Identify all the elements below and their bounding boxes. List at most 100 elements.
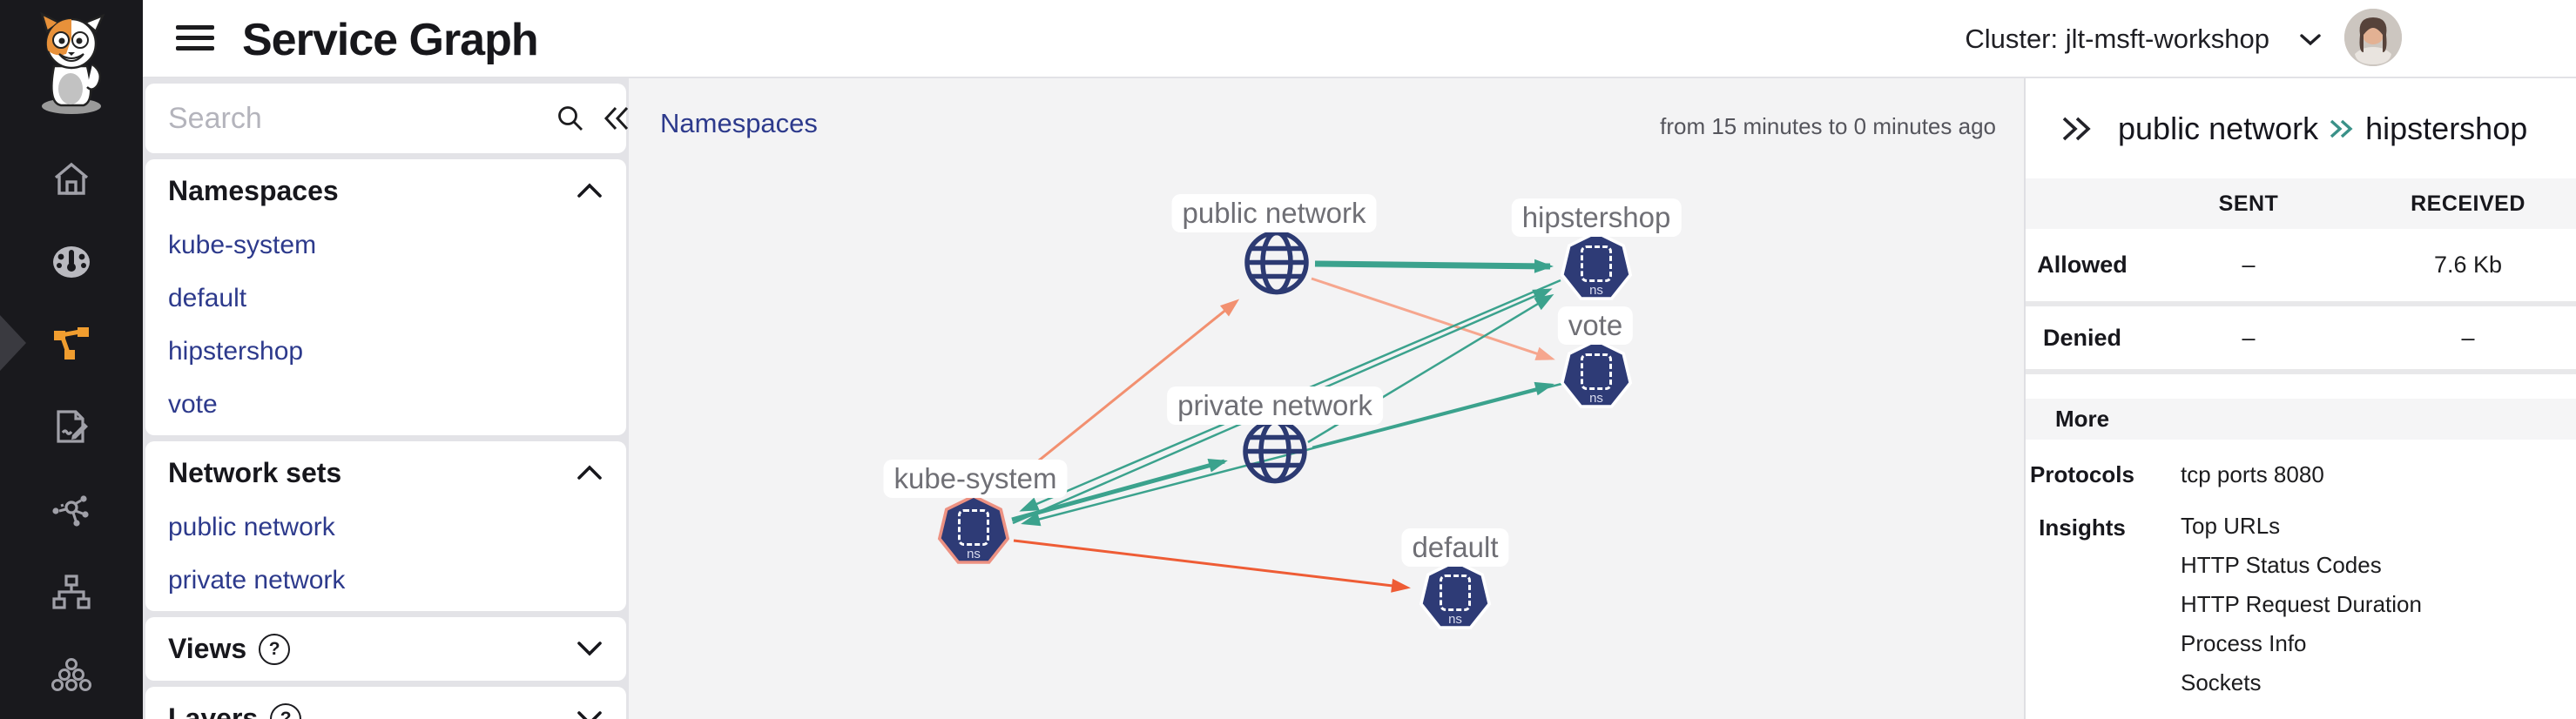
- section-label: Views: [168, 633, 247, 664]
- allowed-received-value: 7.6 Kb: [2433, 252, 2503, 278]
- insight-item[interactable]: Process Info: [2181, 630, 2307, 656]
- edge-kube-system-to-private-network[interactable]: [1011, 459, 1228, 522]
- accordion-section-layers: Layers ?: [145, 687, 626, 719]
- list-item[interactable]: default: [168, 284, 247, 312]
- chevron-down-icon[interactable]: [576, 702, 604, 719]
- node-label-private-network[interactable]: private network: [1167, 386, 1383, 425]
- globe-icon: [1240, 230, 1313, 303]
- edge-public-network-to-hipstershop[interactable]: [1314, 259, 1554, 273]
- graph-node-public-network[interactable]: [1240, 226, 1313, 304]
- sidebar-item-home[interactable]: [0, 148, 143, 211]
- graph-view-title: Namespaces: [660, 108, 818, 138]
- table-row-allowed: Allowed – 7.6 Kb: [2026, 229, 2576, 306]
- insight-item[interactable]: Sockets: [2181, 669, 2262, 695]
- help-icon[interactable]: ?: [270, 702, 302, 719]
- edge-public-network-to-vote[interactable]: [1311, 277, 1555, 360]
- sidebar-item-hierarchy[interactable]: [0, 561, 143, 623]
- globe-icon: [1238, 419, 1312, 492]
- sidebar-item-endpoints[interactable]: [0, 643, 143, 706]
- namespace-heptagon-icon: ns: [1422, 563, 1488, 627]
- graph-node-hipstershop[interactable]: ns: [1560, 231, 1633, 304]
- breadcrumb-source[interactable]: public network: [2118, 110, 2319, 146]
- traffic-table-header: SENT RECEIVED: [2026, 178, 2576, 229]
- column-sent: SENT: [2218, 191, 2279, 216]
- node-label-kube-system[interactable]: kube-system: [883, 460, 1068, 498]
- protocols-row: Protocols tcp ports 8080: [2030, 461, 2324, 487]
- service-graph-canvas[interactable]: Namespaces from 15 minutes to 0 minutes …: [629, 78, 2024, 719]
- list-item[interactable]: public network: [168, 513, 335, 541]
- chevron-down-icon[interactable]: [2297, 31, 2323, 53]
- accordion-section-network-sets: Network sets public network private netwo…: [145, 441, 626, 611]
- double-chevron-icon: [2327, 116, 2357, 142]
- more-section-header: More: [2026, 399, 2576, 440]
- home-icon: [54, 162, 89, 195]
- menu-hamburger-icon[interactable]: [176, 25, 214, 51]
- search-input[interactable]: [166, 100, 556, 137]
- search-icon[interactable]: [556, 104, 585, 133]
- hierarchy-tree-icon: [52, 575, 91, 609]
- calico-cat-logo: [21, 11, 122, 117]
- node-label-vote[interactable]: vote: [1557, 306, 1634, 345]
- denied-received-value: –: [2461, 324, 2475, 351]
- edge-details-panel: public network hipstershop SENT RECEIVED…: [2024, 78, 2576, 719]
- chevron-down-icon[interactable]: [576, 633, 604, 665]
- chevron-up-icon[interactable]: [576, 457, 604, 489]
- cluster-selector[interactable]: Cluster: jlt-msft-workshop: [1965, 24, 2269, 54]
- insight-item[interactable]: HTTP Request Duration: [2181, 591, 2422, 617]
- section-label: Namespaces: [168, 175, 339, 206]
- list-item[interactable]: vote: [168, 390, 218, 419]
- denied-sent-value: –: [2242, 324, 2256, 351]
- namespace-heptagon-icon: ns: [1563, 342, 1629, 406]
- section-header[interactable]: Namespaces: [168, 175, 604, 207]
- help-icon[interactable]: ?: [259, 633, 291, 665]
- breadcrumb-target[interactable]: hipstershop: [2365, 110, 2528, 146]
- sidebar-item-policies[interactable]: [0, 395, 143, 458]
- section-label: Layers: [168, 702, 259, 719]
- sidebar-item-network[interactable]: [0, 478, 143, 541]
- page-title: Service Graph: [242, 15, 539, 65]
- table-row-denied: Denied – –: [2026, 306, 2576, 374]
- collapse-panel-icon[interactable]: [601, 104, 632, 133]
- section-header[interactable]: Layers ?: [168, 702, 604, 719]
- network-molecule-icon: [52, 495, 89, 527]
- filter-sidebar: Namespaces kube-system default hipstershop…: [143, 78, 629, 719]
- graph-node-vote[interactable]: ns: [1560, 339, 1633, 412]
- edge-private-network-to-vote[interactable]: [1312, 381, 1554, 449]
- protocols-value: tcp ports 8080: [2181, 461, 2324, 487]
- graph-node-default[interactable]: ns: [1419, 560, 1492, 633]
- expand-panel-icon[interactable]: [2059, 114, 2094, 144]
- dashboard-gauge-icon: [53, 246, 90, 278]
- namespace-heptagon-icon: ns: [941, 498, 1007, 561]
- node-label-default[interactable]: default: [1401, 528, 1509, 567]
- endpoints-cluster-icon: [51, 658, 91, 691]
- sidebar-item-dashboard[interactable]: [0, 231, 143, 293]
- accordion-section-namespaces: Namespaces kube-system default hipstershop…: [145, 159, 626, 435]
- accordion-section-views: Views ?: [145, 617, 626, 681]
- graph-node-private-network[interactable]: [1238, 415, 1312, 493]
- node-label-public-network[interactable]: public network: [1171, 194, 1377, 232]
- graph-node-kube-system[interactable]: ns: [937, 494, 1010, 568]
- search-bar: [145, 84, 629, 153]
- edge-kube-system-to-default[interactable]: [1013, 539, 1411, 593]
- list-item[interactable]: hipstershop: [168, 337, 304, 366]
- breadcrumb: public network hipstershop: [2118, 111, 2527, 147]
- user-avatar[interactable]: [2344, 9, 2402, 66]
- icon-sidebar: [0, 0, 143, 719]
- service-graph-icon: [54, 327, 89, 360]
- list-item[interactable]: private network: [168, 566, 346, 595]
- policy-document-icon: [57, 410, 88, 443]
- column-received: RECEIVED: [2411, 191, 2525, 216]
- insight-item[interactable]: HTTP Status Codes: [2181, 552, 2382, 578]
- section-label: Network sets: [168, 457, 342, 488]
- insight-item[interactable]: Top URLs: [2181, 513, 2281, 539]
- node-label-hipstershop[interactable]: hipstershop: [1511, 198, 1682, 237]
- allowed-sent-value: –: [2242, 252, 2256, 278]
- section-header[interactable]: Views ?: [168, 633, 604, 665]
- sidebar-item-service-graph[interactable]: [0, 313, 143, 376]
- namespace-heptagon-icon: ns: [1563, 234, 1629, 298]
- list-item[interactable]: kube-system: [168, 231, 317, 259]
- section-header[interactable]: Network sets: [168, 457, 604, 489]
- chevron-up-icon[interactable]: [576, 175, 604, 207]
